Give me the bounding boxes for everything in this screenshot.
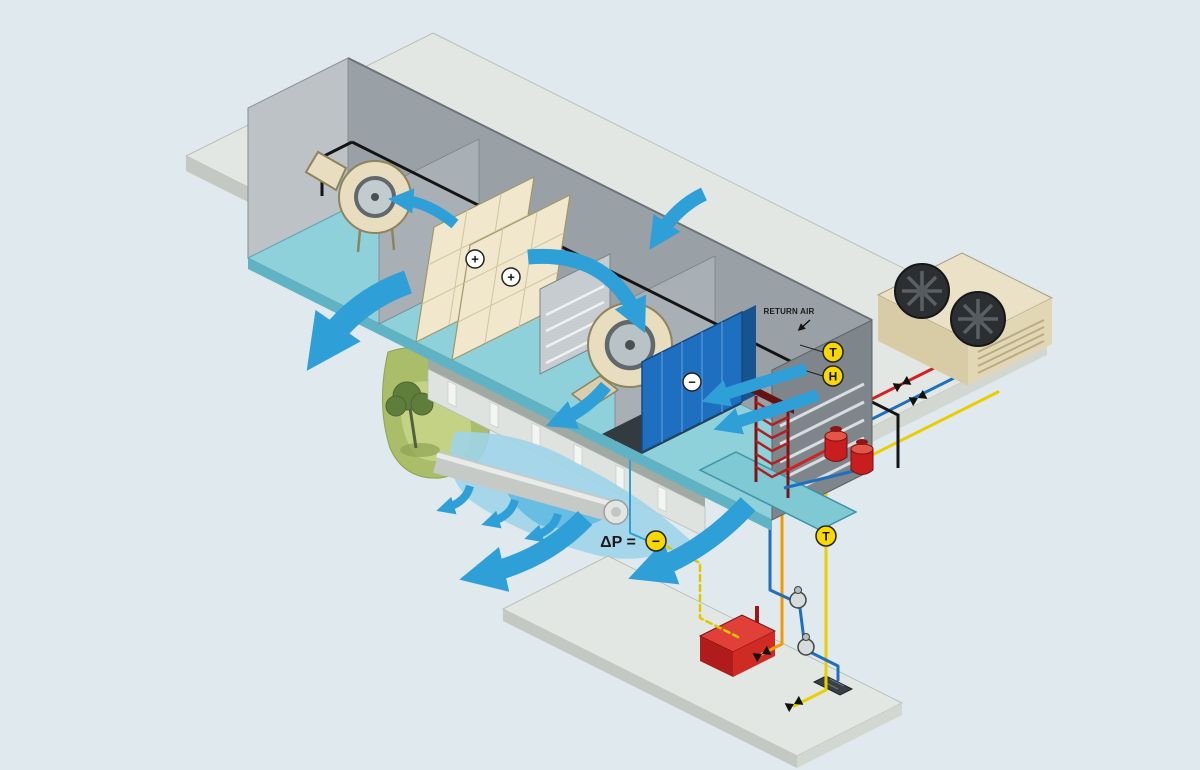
pump-body	[824, 435, 848, 462]
cooling-coil-symbol: −	[688, 375, 696, 390]
sensor-return-temp: T	[829, 345, 837, 359]
pump-top	[824, 430, 848, 442]
valve-icon	[908, 389, 928, 407]
condenser-face-right	[968, 298, 1052, 386]
cooling-coil: −	[641, 305, 756, 454]
filter-stage-1-symbol: +	[471, 252, 479, 267]
condenser-fan-2	[950, 291, 1006, 347]
floor-edge-right	[797, 703, 902, 768]
sensor-water-temp: T	[822, 529, 830, 543]
tree	[385, 381, 434, 449]
supply-discharge-arrow	[545, 381, 611, 429]
ahu-top-edge	[347, 57, 873, 321]
inline-pump-2	[797, 638, 815, 656]
dp-sensor-icon	[645, 530, 667, 552]
pump-motor-2	[802, 633, 810, 641]
pump-body	[850, 448, 874, 475]
control-riser-yellow	[792, 390, 1000, 708]
exhaust-air-arrow	[306, 270, 413, 371]
filter-bank: + +	[415, 175, 571, 362]
humidity-sensor-icon	[822, 365, 844, 387]
coil-icon	[682, 372, 702, 392]
plant-floor	[501, 555, 904, 768]
duct-body	[433, 451, 619, 523]
coil-fins	[661, 322, 723, 442]
fan-hub	[371, 193, 379, 201]
floor-edge-left	[503, 609, 797, 768]
condenser-fan-1	[894, 263, 950, 319]
valve-icon	[752, 645, 772, 663]
dp-label: ΔP =	[600, 534, 636, 551]
field-sensors: T ΔP = −	[600, 525, 837, 552]
room-return-arrow	[628, 497, 756, 585]
pump-top	[850, 443, 874, 455]
air-to-supply-fan-arrow	[527, 248, 647, 334]
pump-motor-1	[794, 586, 802, 594]
coil-side	[742, 305, 756, 402]
dp-sensor-symbol: −	[652, 533, 660, 549]
coil-airflow-arrow-1	[701, 363, 808, 407]
fan-discharge	[304, 150, 348, 192]
diffuser-arrow	[524, 512, 562, 543]
pump-motor	[856, 439, 868, 445]
window-mullions	[447, 380, 667, 513]
tree-canopy	[385, 395, 407, 417]
grille-opening	[812, 675, 854, 696]
airflow-arrows	[306, 187, 820, 592]
exhaust-fan	[304, 150, 412, 253]
return-grille	[779, 382, 865, 500]
pump-motor	[830, 426, 842, 432]
return-air-label: RETURN AIR	[763, 307, 814, 316]
duct-highlight	[436, 452, 616, 508]
pipe-to-grille	[808, 650, 840, 682]
inline-pumps	[789, 586, 815, 656]
tree-trunk	[408, 407, 418, 449]
chw-pump-1	[824, 426, 848, 462]
diffuser-arrow	[481, 498, 519, 529]
valves	[752, 375, 928, 713]
duct-end-hub	[611, 507, 621, 517]
ahu-base-edge	[248, 258, 772, 531]
valve-icon	[892, 375, 912, 393]
air-to-exhaust-fan-arrow	[388, 188, 459, 229]
floor-grille	[812, 675, 854, 696]
tree-shadow	[400, 443, 440, 457]
filter-stage-2-symbol: +	[507, 270, 515, 285]
hx-pipe-blue	[783, 468, 859, 490]
fan-hub	[972, 313, 984, 325]
coil-airflow-arrow-2	[713, 389, 820, 435]
boiler-front-left	[700, 636, 733, 677]
hx-pipe-red	[787, 449, 826, 472]
inline-pump-1	[789, 591, 807, 609]
return-air-pointer	[797, 319, 811, 332]
supply-air-duct	[433, 451, 629, 525]
filter-grid-2	[457, 211, 565, 344]
fan-legs	[356, 227, 396, 253]
condenser-face-left	[878, 295, 968, 386]
room-supply-arrow	[459, 510, 593, 592]
fan-hub	[625, 340, 635, 350]
condenser-louvers	[977, 319, 1045, 374]
sensor-return-humidity: H	[829, 369, 838, 383]
air-handling-unit: + + −	[246, 57, 900, 531]
air-cooled-condenser	[876, 252, 1054, 386]
diffuser-arrow	[436, 484, 474, 515]
valve-icon	[784, 695, 804, 713]
chw-pump-2	[850, 439, 874, 475]
dp-sensing-line	[629, 449, 647, 541]
return-air-intake-arrow	[649, 187, 708, 250]
damper-blades	[545, 284, 605, 365]
water-temperature-sensor-icon	[815, 525, 837, 547]
filter-stage-icon	[465, 249, 485, 269]
filter-stage-icon	[501, 267, 521, 287]
tree-canopy	[410, 392, 434, 416]
temperature-sensor-icon	[822, 341, 844, 363]
return-air-callout: RETURN AIR T H	[763, 307, 844, 387]
fan-hub	[916, 285, 928, 297]
